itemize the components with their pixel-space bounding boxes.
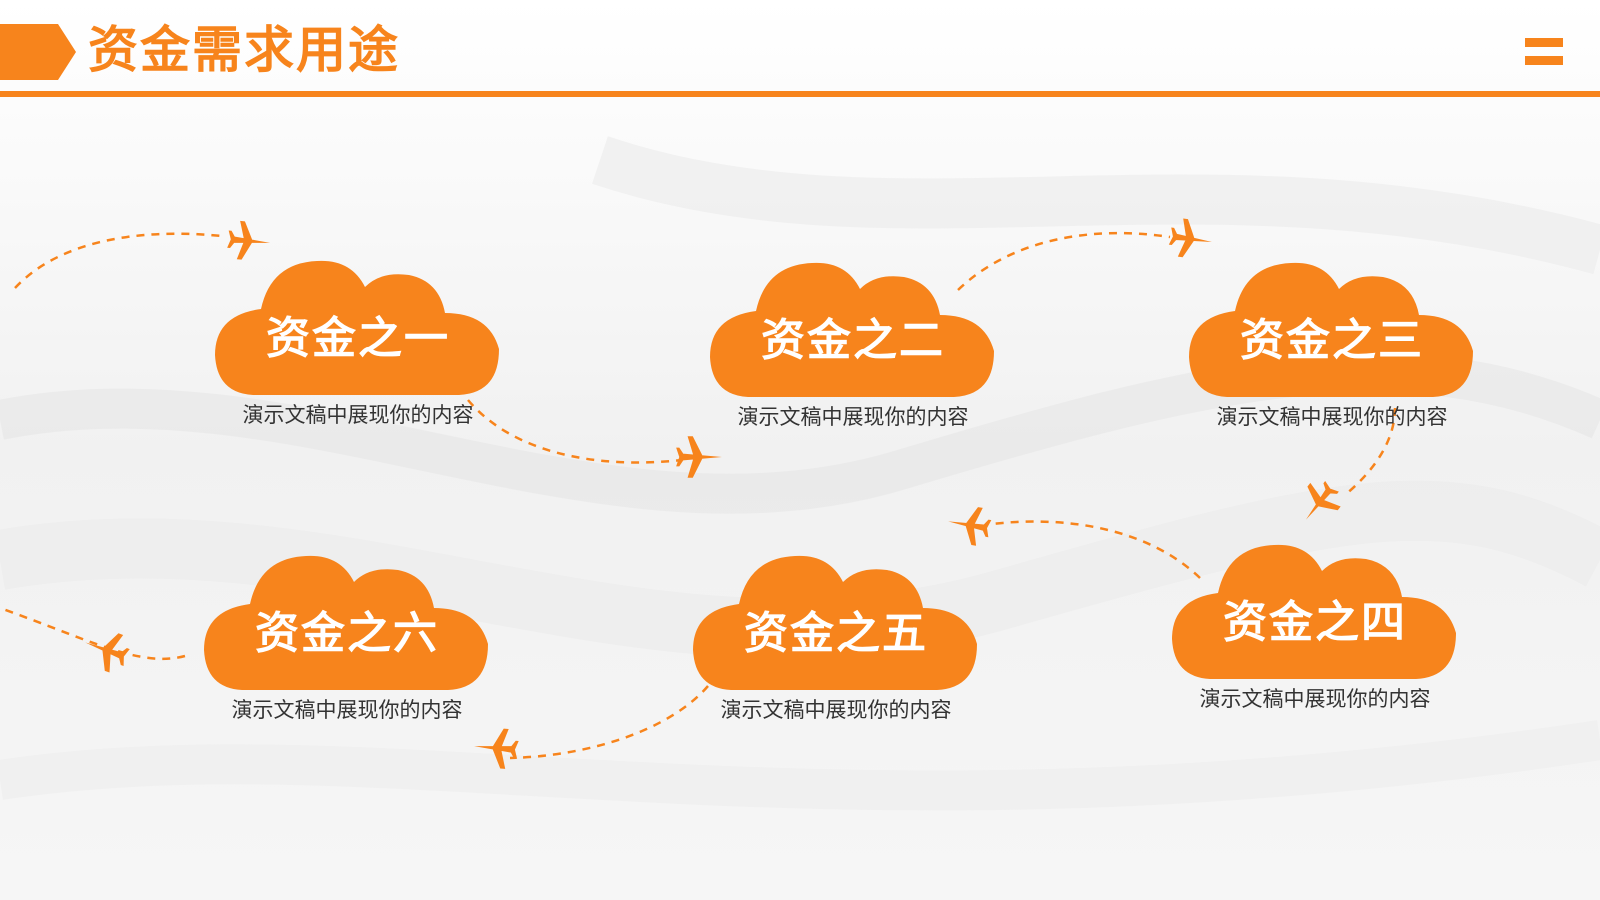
- airplane-icon: [1168, 218, 1212, 258]
- airplane-icon: [676, 436, 722, 478]
- fund-item-2: 资金之二 演示文稿中展现你的内容: [708, 259, 998, 439]
- fund-item-desc: 演示文稿中展现你的内容: [231, 698, 463, 722]
- airplane-icon: [948, 507, 992, 546]
- airplane-icon: [227, 220, 271, 260]
- cloud-shape: [693, 555, 977, 690]
- fund-item-title: 资金之四: [1223, 597, 1407, 648]
- page-title: 资金需求用途: [88, 21, 400, 79]
- airplane-icon: [474, 728, 519, 769]
- airplane-icon: [1305, 481, 1341, 520]
- cloud-shape: [1172, 544, 1456, 679]
- fund-item-1: 资金之一 演示文稿中展现你的内容: [213, 257, 503, 437]
- fund-item-6: 资金之六 演示文稿中展现你的内容: [202, 552, 492, 732]
- header-divider: [0, 91, 1600, 97]
- fund-item-title: 资金之三: [1240, 315, 1424, 366]
- fund-item-title: 资金之一: [266, 313, 450, 364]
- fund-item-3: 资金之三 演示文稿中展现你的内容: [1187, 259, 1477, 439]
- airplane-icon: [85, 633, 130, 673]
- fund-item-desc: 演示文稿中展现你的内容: [1199, 687, 1431, 711]
- cloud-shape: [215, 260, 499, 395]
- fund-item-title: 资金之二: [761, 315, 945, 366]
- fund-item-desc: 演示文稿中展现你的内容: [1216, 405, 1448, 429]
- fund-item-desc: 演示文稿中展现你的内容: [737, 405, 969, 429]
- cloud-shape: [710, 262, 994, 397]
- fund-item-4: 资金之四 演示文稿中展现你的内容: [1170, 541, 1460, 721]
- fund-item-5: 资金之五 演示文稿中展现你的内容: [691, 552, 981, 732]
- fund-item-title: 资金之六: [255, 608, 439, 659]
- fund-item-desc: 演示文稿中展现你的内容: [720, 698, 952, 722]
- cloud-shape: [204, 555, 488, 690]
- cloud-shape: [1189, 262, 1473, 397]
- fund-item-title: 资金之五: [744, 608, 928, 659]
- fund-item-desc: 演示文稿中展现你的内容: [242, 403, 474, 427]
- title-chevron-icon: [0, 24, 76, 80]
- menu-icon[interactable]: [1525, 38, 1563, 66]
